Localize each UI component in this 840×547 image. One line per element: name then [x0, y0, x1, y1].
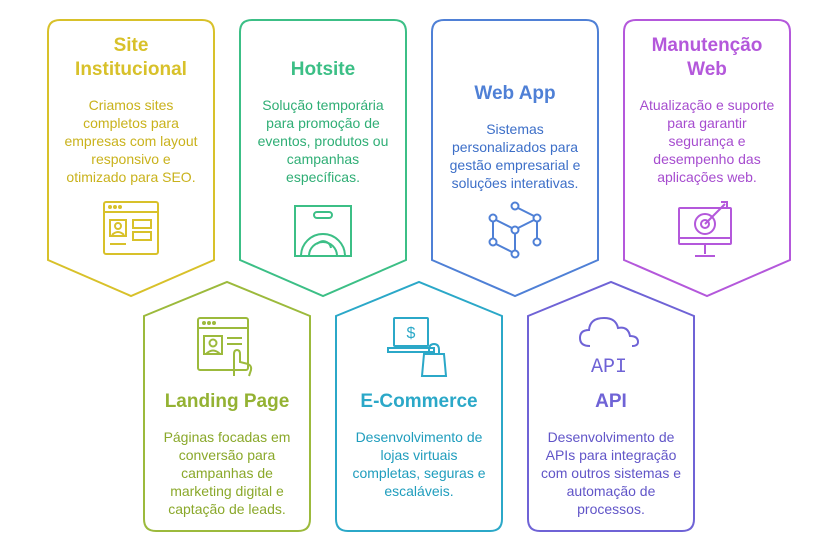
- card-manutencao-web: Manutenção Web Atualização e suporte par…: [624, 20, 790, 296]
- card-description: Sistemas personalizados para gestão empr…: [449, 121, 581, 191]
- website-layout-icon: [103, 201, 159, 255]
- card-web-app: Web App Sistemas personalizados para ges…: [432, 20, 598, 296]
- page-click-icon: [197, 317, 253, 377]
- card-title: API: [595, 391, 627, 412]
- card-description: Atualização e suporte para garantir segu…: [639, 97, 775, 185]
- card-outline-hotsite: [239, 19, 407, 298]
- cloud-api-icon: API: [578, 316, 640, 378]
- card-description: Desenvolvimento de APIs para integração …: [540, 429, 682, 517]
- card-hotsite: Hotsite Solução temporária para promoção…: [240, 20, 406, 296]
- card-outline-site-institucional: [47, 19, 215, 298]
- card-outline-manutencao-web: [623, 19, 791, 298]
- laptop-dollar-bag-icon: $: [387, 317, 448, 377]
- card-title: Landing Page: [164, 391, 290, 412]
- card-e-commerce: $ E-Commerce Desenvolvimento de lojas vi…: [336, 282, 502, 531]
- card-landing-page: Landing Page Páginas focadas em conversã…: [144, 282, 310, 531]
- network-nodes-icon: [488, 201, 542, 259]
- card-description: Criamos sites completos para empresas co…: [64, 97, 198, 185]
- card-title: Site Institucional: [75, 35, 187, 80]
- card-title: Hotsite: [290, 59, 356, 80]
- card-outline-landing-page: [143, 280, 311, 532]
- api-glyph-text: API: [591, 356, 627, 378]
- card-outline-web-app: [431, 19, 599, 298]
- shopping-bag-icon: [294, 205, 352, 257]
- card-outline-e-commerce: [335, 280, 503, 532]
- card-outline-api: [527, 280, 695, 532]
- card-site-institucional: Site Institucional Criamos sites complet…: [48, 20, 214, 296]
- card-description: Desenvolvimento de lojas virtuais comple…: [352, 429, 486, 499]
- card-title: Web App: [474, 83, 556, 104]
- monitor-target-icon: [678, 201, 732, 257]
- card-description: Páginas focadas em conversão para campan…: [163, 429, 291, 517]
- card-api: API API Desenvolvimento de APIs para int…: [528, 282, 694, 531]
- card-title: Manutenção Web: [651, 35, 763, 80]
- svg-text:$: $: [407, 325, 416, 342]
- card-description: Solução temporária para promoção de even…: [257, 97, 389, 185]
- card-title: E-Commerce: [360, 391, 478, 412]
